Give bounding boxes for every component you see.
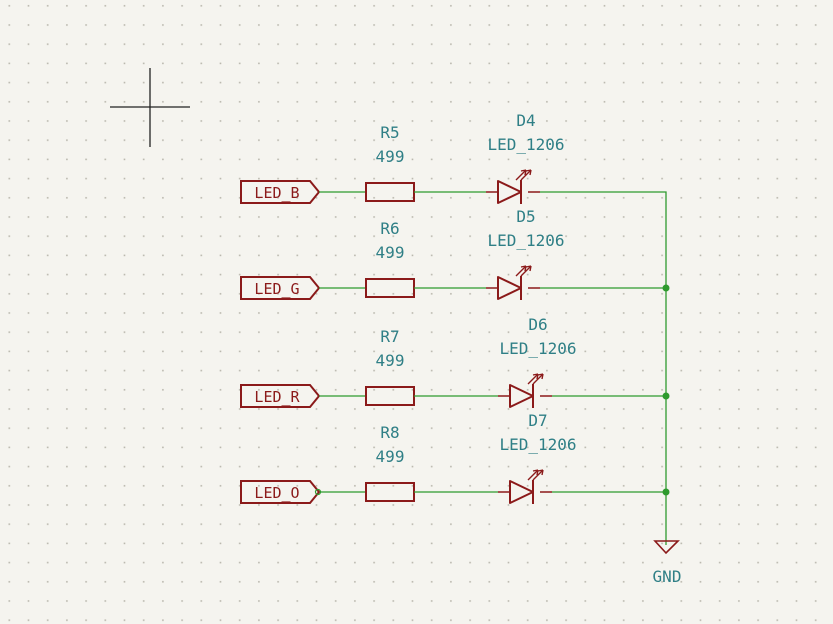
led-d4[interactable]: D4 LED_1206 [485, 111, 565, 205]
global-label-led-r[interactable]: LED_R [240, 384, 321, 408]
junction-dot [662, 488, 670, 496]
global-label-led-g[interactable]: LED_G [240, 276, 321, 300]
junction-dot [662, 284, 670, 292]
resistor-r6-value: 499 [376, 243, 405, 262]
row-led-g: LED_G R6 499 D5 LED_1206 [240, 207, 670, 301]
row-led-r: LED_R R7 499 D6 LED_1206 [240, 315, 670, 409]
label-led-b-text: LED_B [254, 184, 299, 202]
crosshair-icon [110, 68, 190, 147]
wire[interactable] [540, 191, 667, 545]
led-d5[interactable]: D5 LED_1206 [485, 207, 565, 301]
resistor-r6-ref: R6 [380, 219, 399, 238]
row-led-o: LED_O R8 499 D7 LED_1206 [240, 411, 670, 505]
gnd-symbol[interactable]: GND [653, 540, 682, 586]
resistor-r7[interactable]: R7 499 [365, 327, 415, 406]
resistor-r5-ref: R5 [380, 123, 399, 142]
resistor-r5-value: 499 [376, 147, 405, 166]
resistor-r7-value: 499 [376, 351, 405, 370]
resistor-r8-ref: R8 [380, 423, 399, 442]
resistor-r7-ref: R7 [380, 327, 399, 346]
label-led-g-text: LED_G [254, 280, 299, 298]
junction-dot [662, 392, 670, 400]
led-d6[interactable]: D6 LED_1206 [497, 315, 577, 409]
resistor-r8-value: 499 [376, 447, 405, 466]
resistor-r6[interactable]: R6 499 [365, 219, 415, 298]
led-d4-value: LED_1206 [487, 135, 564, 154]
led-d7-ref: D7 [528, 411, 547, 430]
label-led-r-text: LED_R [254, 388, 300, 406]
led-d5-ref: D5 [516, 207, 535, 226]
led-d7[interactable]: D7 LED_1206 [497, 411, 577, 505]
led-d6-value: LED_1206 [499, 339, 576, 358]
led-d6-ref: D6 [528, 315, 547, 334]
row-led-b: LED_B R5 499 D4 LED_1206 [240, 111, 667, 545]
resistor-r8[interactable]: R8 499 [365, 423, 415, 502]
gnd-label: GND [653, 567, 682, 586]
led-d5-value: LED_1206 [487, 231, 564, 250]
label-led-o-text: LED_O [254, 484, 299, 502]
led-d7-value: LED_1206 [499, 435, 576, 454]
led-d4-ref: D4 [516, 111, 535, 130]
global-label-led-b[interactable]: LED_B [240, 180, 321, 204]
